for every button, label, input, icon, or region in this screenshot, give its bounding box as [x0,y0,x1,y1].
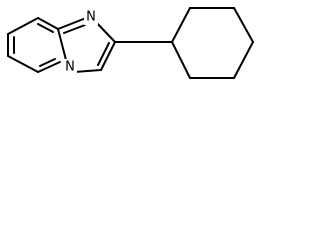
bond-c2-c3 [100,41,116,71]
cyclohexyl-ring [171,7,254,79]
bond-c5-n4-inner [39,58,56,67]
atom-n4-label: N [65,60,75,75]
bond-c3-n4 [73,69,102,73]
bond-cy3-cy4 [233,7,254,43]
bond-c8a-c8-inner [37,23,54,33]
pyridine-ring [7,17,67,73]
bond-c8a-c8 [37,17,59,30]
bond-c5-n4 [37,61,61,73]
atom-n4-background [63,59,77,75]
bond-c8a-n1 [57,17,87,30]
atom-n1-label: N [86,10,96,25]
atom-n1: N [84,9,98,25]
bond-cy1-cy2 [171,7,191,43]
bond-c8a-n1-inner [63,24,86,34]
bond-n4-c8a [57,28,67,61]
bond-c8-c7 [7,17,39,35]
imidazole-ring [57,17,116,73]
bond-c2-c3-inner [97,42,110,66]
atom-n4: N [63,59,77,75]
atom-n1-background [84,9,98,25]
structure-drawing: N N [7,7,254,79]
bond-cy4-cy5 [233,41,254,79]
bond-cy6-cy1 [171,41,191,79]
bond-c6-c5 [7,55,39,73]
